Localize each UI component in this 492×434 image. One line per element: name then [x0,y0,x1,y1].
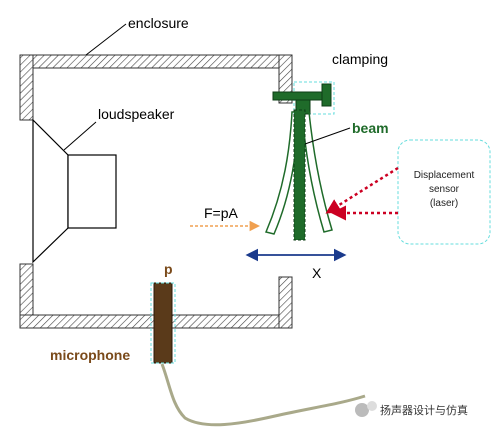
loudspeaker-label: loudspeaker [98,106,175,122]
beam-leader [304,127,351,145]
beam [264,109,333,241]
beam-label: beam [352,120,389,136]
sensor-label-line1: Displacement [414,170,475,181]
pressure-label: p [164,261,173,277]
clamping-fixture [272,81,335,115]
enclosure-label: enclosure [128,15,189,31]
microphone-label: microphone [50,347,130,363]
watermark-text: 扬声器设计与仿真 [380,403,468,417]
microphone-cable [160,363,366,427]
sensor-label-line3: (laser) [430,198,458,209]
enclosure-leader [85,23,127,56]
microphone [150,282,176,364]
force-label: F=pA [204,205,239,221]
x-axis-label: X [312,265,322,281]
loudspeaker [32,118,117,264]
watermark [355,401,377,417]
displacement-sensor [397,139,491,245]
loudspeaker-leader [63,121,97,151]
laser-beam-upper [325,166,399,214]
clamping-label: clamping [332,51,388,67]
sensor-label-line2: sensor [429,184,460,195]
